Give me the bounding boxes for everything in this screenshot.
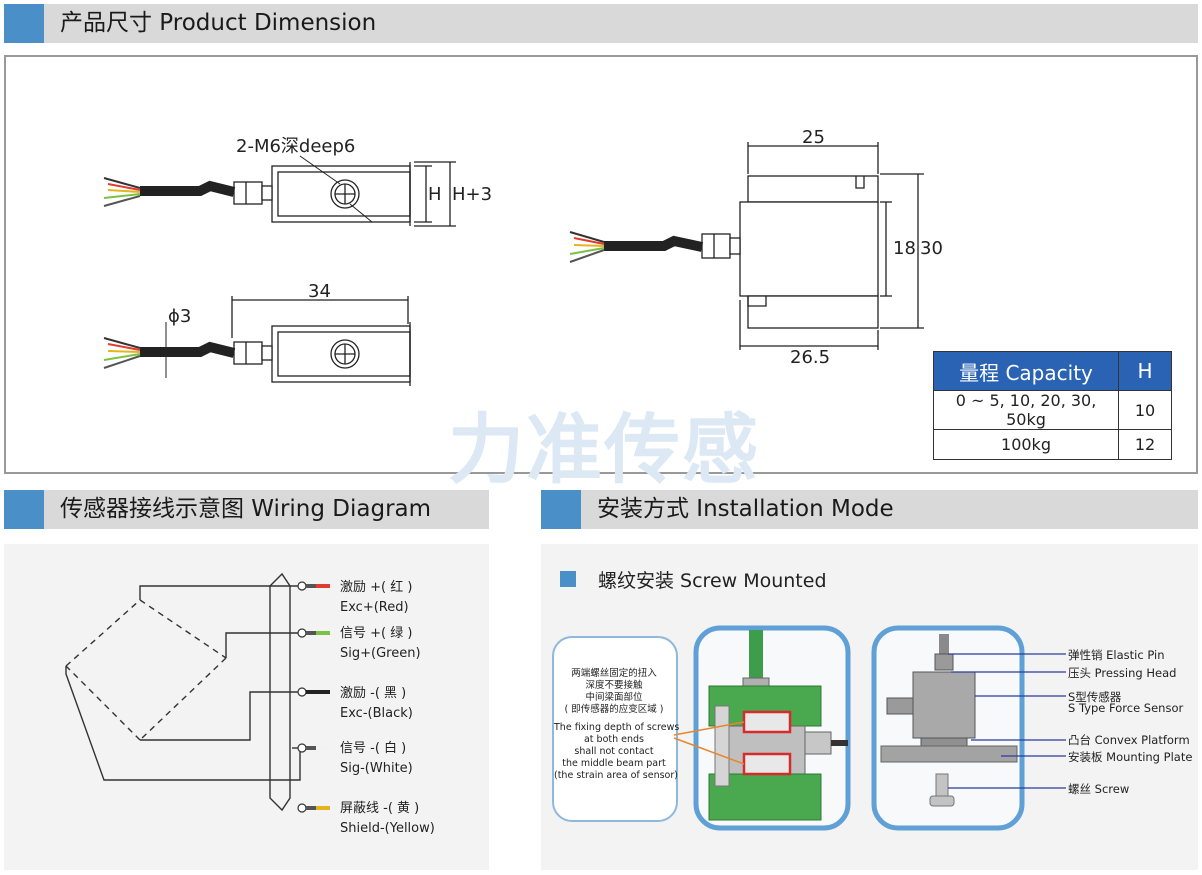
label-34: 34: [308, 281, 331, 302]
wire-ends-side: [569, 231, 605, 263]
wire-label-en: Sig+(Green): [340, 646, 421, 661]
note-line: shall not contact: [574, 746, 654, 757]
label-26-5: 26.5: [790, 347, 831, 368]
wire-label-sig-minus: 信号 -( 白 ) Sig-(White): [340, 739, 413, 779]
section-header-install: 安装方式 Installation Mode: [541, 490, 1198, 529]
wire-label-en: Shield-(Yellow): [340, 821, 435, 836]
sensor-bottom-view: [165, 296, 411, 386]
note-line: 中间梁面部位: [585, 692, 643, 703]
table-cell: 10: [1118, 390, 1172, 430]
wire-label-en: Sig-(White): [340, 761, 413, 776]
install-illustrations: [673, 625, 1066, 831]
wiring-panel: [4, 544, 489, 870]
note-line: The fixing depth of screws: [554, 722, 680, 733]
capacity-header: 量程 Capacity: [933, 351, 1119, 391]
cable-top: [140, 180, 236, 197]
watermark: 力准传感: [448, 405, 760, 494]
note-bubble: [552, 636, 678, 822]
wire-label-cn: 激励 -( 黑 ): [340, 686, 407, 701]
part-label-convex-platform: 凸台 Convex Platform: [1068, 733, 1190, 747]
section-accent: [541, 490, 581, 529]
part-label-screw: 螺丝 Screw: [1068, 782, 1130, 796]
part-label-s-sensor-en: S Type Force Sensor: [1068, 701, 1184, 715]
part-label-s-sensor-cn: S型传感器: [1068, 690, 1122, 704]
label-30: 30: [920, 238, 943, 259]
label-18: 18: [893, 238, 916, 259]
wire-ends-bottom: [103, 337, 141, 369]
label-m6-thread: 2-M6深deep6: [236, 136, 356, 157]
note-line: 深度不要接触: [585, 680, 643, 691]
wire-label-exc-minus: 激励 -( 黑 ) Exc-(Black): [340, 684, 413, 724]
part-label-pressing-head: 压头 Pressing Head: [1068, 666, 1177, 680]
part-label-mounting-plate: 安装板 Mounting Plate: [1068, 750, 1193, 764]
dimension-drawing: [103, 142, 924, 386]
capacity-table-header: 量程 Capacity H: [933, 351, 1172, 391]
wire-label-en: Exc+(Red): [340, 600, 409, 615]
label-25: 25: [802, 127, 825, 148]
note-line: 两端螺丝固定的扭入: [571, 668, 657, 679]
sensor-side-view: [701, 142, 924, 350]
cable-side: [604, 235, 704, 252]
wire-label-cn: 激励 +( 红 ): [340, 580, 413, 595]
label-h-plus-3: H+3: [452, 184, 493, 205]
note-line: ( 即传感器的应变区域 ): [564, 704, 664, 715]
wire-label-en: Exc-(Black): [340, 706, 413, 721]
section-header-wiring: 传感器接线示意图 Wiring Diagram: [4, 490, 489, 529]
bullet-square-icon: [560, 571, 576, 587]
section-title-dimension: 产品尺寸 Product Dimension: [60, 10, 377, 36]
wire-label-cn: 信号 -( 白 ): [340, 741, 407, 756]
section-header-dimension: 产品尺寸 Product Dimension: [4, 4, 1198, 43]
note-line: (the strain area of sensor): [554, 770, 678, 781]
wire-label-exc-plus: 激励 +( 红 ) Exc+(Red): [340, 578, 412, 618]
table-row: 0 ~ 5, 10, 20, 30, 50kg 10: [933, 390, 1172, 430]
dimension-panel: [4, 55, 1198, 474]
section-accent: [4, 490, 44, 529]
section-title-install: 安装方式 Installation Mode: [597, 496, 894, 522]
table-cell: 12: [1118, 429, 1172, 460]
sensor-top-view: [233, 155, 456, 227]
table-cell: 0 ~ 5, 10, 20, 30, 50kg: [933, 390, 1119, 430]
wiring-diagram: [65, 572, 330, 813]
section-accent: [4, 4, 44, 43]
section-title-wiring: 传感器接线示意图 Wiring Diagram: [60, 496, 432, 522]
wire-label-cn: 屏蔽线 -( 黄 ): [340, 801, 420, 816]
wire-terminals: [297, 581, 330, 813]
label-phi3: ϕ3: [168, 306, 192, 327]
note-line: the middle beam part: [562, 758, 666, 769]
label-h: H: [428, 184, 442, 205]
h-header: H: [1118, 351, 1172, 391]
wire-label-shield: 屏蔽线 -( 黄 ) Shield-(Yellow): [340, 799, 435, 839]
note-line: at both ends: [583, 734, 645, 745]
part-label-elastic-pin: 弹性销 Elastic Pin: [1068, 648, 1165, 662]
cable-bottom: [140, 341, 236, 358]
wire-ends-top: [103, 177, 141, 207]
table-cell: 100kg: [933, 429, 1119, 460]
table-row: 100kg 12: [933, 429, 1172, 460]
wire-label-cn: 信号 +( 绿 ): [340, 626, 413, 641]
wire-label-sig-plus: 信号 +( 绿 ) Sig+(Green): [340, 624, 421, 664]
note-text: 两端螺丝固定的扭入 深度不要接触 中间梁面部位 ( 即传感器的应变区域 ) Th…: [554, 668, 680, 782]
install-subtitle: 螺纹安装 Screw Mounted: [598, 570, 827, 592]
capacity-table: 量程 Capacity H 0 ~ 5, 10, 20, 30, 50kg 10…: [933, 351, 1172, 460]
